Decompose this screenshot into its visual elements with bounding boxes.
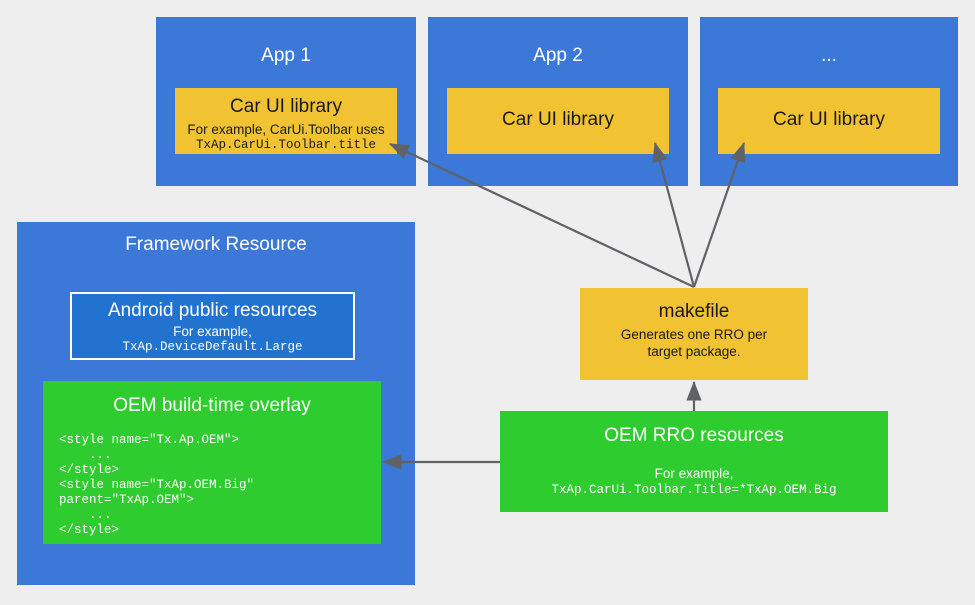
oem-build-time-overlay-code: <style name="Tx.Ap.OEM"> ... </style> <s… [59,433,255,537]
app-more-container: ... Car UI library [700,17,958,186]
makefile-box: makefile Generates one RRO per target pa… [580,288,808,380]
app-more-title: ... [821,45,837,66]
framework-resource-title: Framework Resource [125,234,307,255]
app-more-library-title: Car UI library [773,109,885,130]
app-1-library-subtitle: For example, CarUi.Toolbar uses [187,122,385,137]
android-public-resources-code: TxAp.DeviceDefault.Large [122,340,303,354]
oem-rro-resources-box: OEM RRO resources For example, TxAp.CarU… [500,411,888,512]
app-1-car-ui-library: Car UI library For example, CarUi.Toolba… [175,88,397,154]
oem-rro-resources-code: TxAp.CarUi.Toolbar.Title=*TxAp.OEM.Big [551,483,837,497]
android-public-resources-title: Android public resources [107,300,318,321]
oem-build-time-overlay-box: OEM build-time overlay <style name="Tx.A… [43,381,381,544]
oem-build-time-overlay-title: OEM build-time overlay [113,395,311,416]
app-more-car-ui-library: Car UI library [718,88,940,154]
framework-resource-container: Framework Resource Android public resour… [17,222,415,585]
android-public-resources-subtitle: For example, [173,324,252,339]
app-2-container: App 2 Car UI library [428,17,688,186]
app-1-library-code: TxAp.CarUi.Toolbar.title [195,138,377,152]
makefile-title: makefile [658,301,730,322]
app-1-library-title: Car UI library [230,96,342,117]
app-2-title: App 2 [533,45,583,66]
makefile-subtitle: Generates one RRO per target package. [620,327,768,359]
app-1-container: App 1 Car UI library For example, CarUi.… [156,17,416,186]
app-2-library-title: Car UI library [502,109,614,130]
app-1-title: App 1 [261,45,311,66]
android-public-resources-box: Android public resources For example, Tx… [70,292,355,360]
oem-rro-resources-title: OEM RRO resources [604,425,784,446]
oem-rro-resources-subtitle: For example, [654,466,734,481]
app-2-car-ui-library: Car UI library [447,88,669,154]
